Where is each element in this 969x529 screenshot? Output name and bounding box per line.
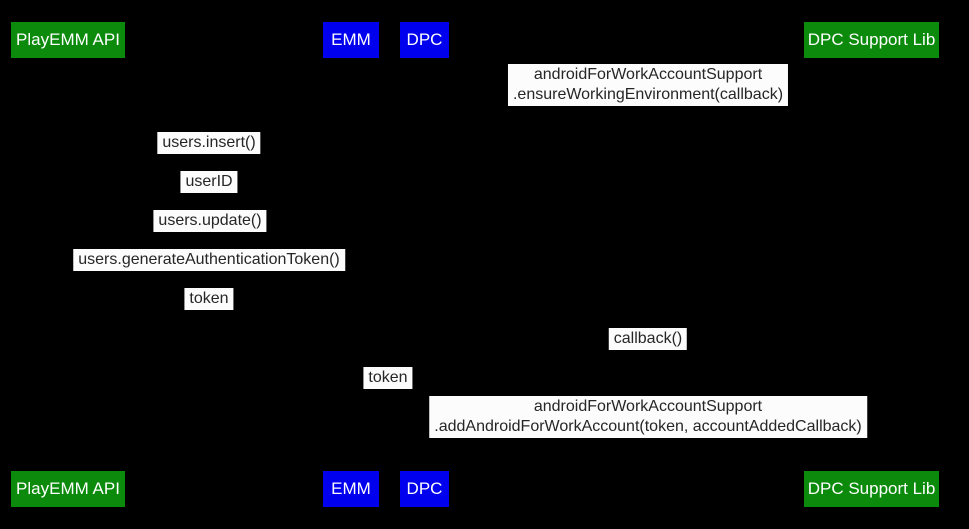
message-user-id: userID [180,171,238,193]
message-line: token [189,290,229,307]
message-line: userID [185,173,233,190]
message-line: .ensureWorkingEnvironment(callback) [512,86,784,103]
participant-playemm-api-top: PlayEMM API [11,22,125,58]
participant-emm-bottom: EMM [323,471,379,507]
message-add-android-for-work-account: androidForWorkAccountSupport .addAndroid… [429,396,867,438]
participant-dpc-bottom: DPC [400,471,449,507]
message-users-update: users.update() [153,210,267,232]
message-token-return: token [184,288,234,310]
participant-dpc-support-lib-bottom: DPC Support Lib [804,471,939,507]
participant-dpc-support-lib-top: DPC Support Lib [804,22,939,58]
message-ensure-working-environment: androidForWorkAccountSupport .ensureWork… [507,64,789,106]
message-line: androidForWorkAccountSupport [533,398,763,415]
participant-emm-top: EMM [323,22,379,58]
message-line: androidForWorkAccountSupport [533,66,763,83]
participant-dpc-top: DPC [400,22,449,58]
message-token-forward: token [363,367,413,389]
message-line: callback() [613,330,683,347]
message-line: users.generateAuthenticationToken() [78,251,340,268]
message-line: .addAndroidForWorkAccount(token, account… [434,418,862,435]
participant-playemm-api-bottom: PlayEMM API [11,471,125,507]
message-line: token [368,369,408,386]
message-users-insert: users.insert() [157,132,261,154]
message-users-generate-authentication-token: users.generateAuthenticationToken() [73,249,345,271]
message-line: users.insert() [162,134,256,151]
message-callback: callback() [608,328,688,350]
message-line: users.update() [158,212,262,229]
